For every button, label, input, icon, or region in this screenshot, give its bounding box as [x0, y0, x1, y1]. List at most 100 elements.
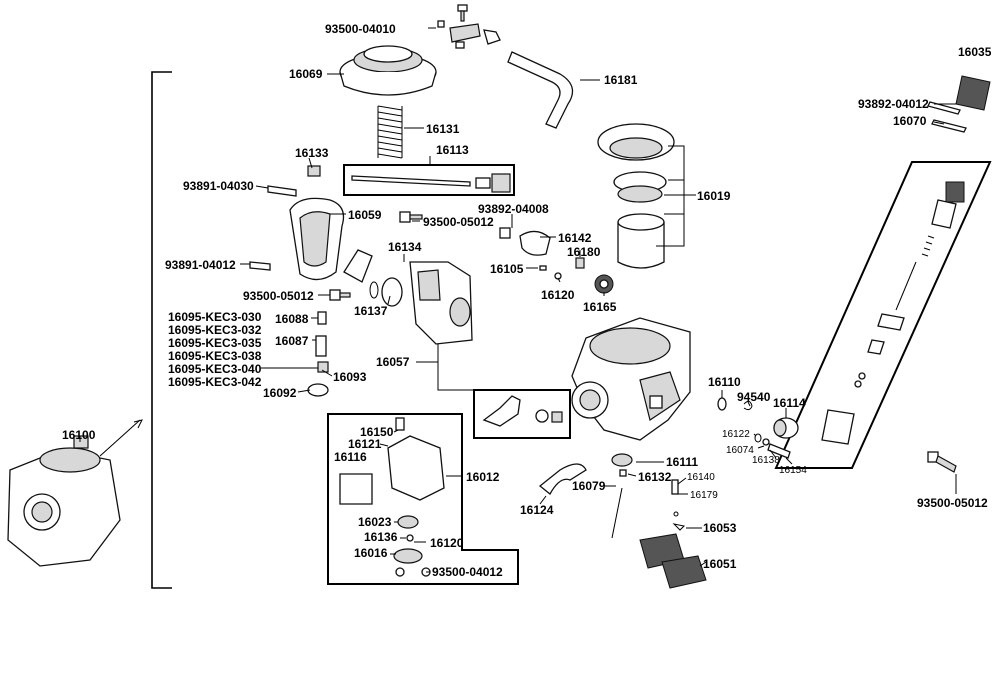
label-93891-04030: 93891-04030 [183, 179, 254, 193]
label-16120-b: 16120 [430, 536, 464, 550]
label-16132: 16132 [638, 470, 672, 484]
label-16023: 16023 [358, 515, 392, 529]
label-93500-05012-c: 93500-05012 [917, 496, 988, 510]
part-16165-gear [594, 274, 614, 294]
label-16121: 16121 [348, 437, 382, 451]
label-16057: 16057 [376, 355, 410, 369]
label-93892-04012: 93892-04012 [858, 97, 929, 111]
label-16012: 16012 [466, 470, 500, 484]
part-16137-spring [369, 277, 403, 307]
part-16181-hose [507, 51, 574, 129]
label-16110: 16110 [708, 375, 741, 389]
part-16111-float-valve [611, 453, 633, 539]
label-16179: 16179 [690, 490, 718, 501]
part-94540-clip [743, 400, 753, 411]
top-screw-group [437, 4, 501, 49]
label-16079: 16079 [572, 479, 606, 493]
part-16051-float [639, 533, 707, 589]
label-16142: 16142 [558, 231, 592, 245]
label-16111: 16111 [666, 455, 699, 469]
leader-lines [79, 27, 957, 573]
box-16057 [473, 389, 571, 439]
label-16120-a: 16120 [541, 288, 575, 302]
part-16057-lever [482, 395, 563, 427]
label-16133: 16133 [295, 146, 329, 160]
label-16095-kec3-040: 16095-KEC3-040 [168, 362, 262, 376]
label-16124: 16124 [520, 503, 554, 517]
part-lever-plate [343, 249, 373, 283]
label-16113: 16113 [436, 143, 469, 157]
label-94540: 94540 [737, 390, 771, 404]
part-16113-needle [351, 173, 511, 193]
part-16114-cap [773, 417, 799, 439]
label-16116: 16116 [334, 450, 367, 464]
label-16140: 16140 [687, 472, 715, 483]
label-16114: 16114 [773, 396, 806, 410]
label-16016: 16016 [354, 546, 388, 560]
box-16113 [343, 164, 515, 196]
label-16105: 16105 [490, 262, 524, 276]
label-93500-04010: 93500-04010 [325, 22, 396, 36]
label-16154: 16154 [779, 465, 807, 476]
label-93500-04012: 93500-04012 [432, 565, 503, 579]
label-16035: 16035 [958, 45, 992, 59]
label-16180: 16180 [567, 245, 601, 259]
part-16019-diaphragm [597, 123, 675, 269]
part-16110-oring [717, 397, 727, 411]
part-16133-spring [307, 165, 321, 177]
part-16142-bracket [499, 227, 551, 256]
part-93500-05012-screw-c [927, 451, 957, 473]
label-16093: 16093 [333, 370, 367, 384]
part-93500-05012-screw-a [399, 211, 423, 223]
part-needle-kit-contents [821, 181, 965, 445]
part-16069-cap [339, 45, 437, 96]
label-16074: 16074 [726, 445, 754, 456]
label-16087: 16087 [275, 334, 309, 348]
part-16179-jet [671, 479, 679, 517]
part-jets [307, 311, 329, 397]
label-93891-04012: 93891-04012 [165, 258, 236, 272]
label-16181: 16181 [604, 73, 638, 87]
label-16134: 16134 [388, 240, 422, 254]
label-16131: 16131 [426, 122, 460, 136]
part-mixture-screw [754, 433, 791, 459]
label-93500-05012-a: 93500-05012 [423, 215, 494, 229]
label-16095-kec3-030: 16095-KEC3-030 [168, 310, 262, 324]
part-16100-carb-assembly [7, 435, 121, 567]
part-93500-05012-screw-b [329, 289, 351, 301]
label-16092: 16092 [263, 386, 297, 400]
box-16012 [327, 413, 519, 585]
label-16100: 16100 [62, 428, 96, 442]
part-16124-hose [538, 463, 587, 495]
part-16012-contents [339, 417, 445, 577]
label-16165: 16165 [583, 300, 617, 314]
label-93892-04008: 93892-04008 [478, 202, 549, 216]
part-carb-body [571, 317, 691, 441]
label-16059: 16059 [348, 208, 382, 222]
label-16051: 16051 [703, 557, 737, 571]
part-16105-pin [539, 265, 547, 271]
label-16136: 16136 [364, 530, 398, 544]
label-16088: 16088 [275, 312, 309, 326]
part-93891-04030-screw [267, 185, 297, 197]
label-16053: 16053 [703, 521, 737, 535]
part-16180-spring [575, 257, 585, 269]
label-16095-kec3-032: 16095-KEC3-032 [168, 323, 262, 337]
label-16069: 16069 [289, 67, 323, 81]
box-needle-kit [774, 161, 992, 469]
label-16095-kec3-038: 16095-KEC3-038 [168, 349, 262, 363]
assembly-bracket [151, 71, 172, 589]
label-16122: 16122 [722, 429, 750, 440]
part-16131-spring [377, 105, 403, 159]
label-93500-05012-b: 93500-05012 [243, 289, 314, 303]
part-93891-04012-screw [249, 261, 271, 271]
part-16053-clip [672, 523, 686, 531]
label-16137: 16137 [354, 304, 388, 318]
label-16095-kec3-042: 16095-KEC3-042 [168, 375, 262, 389]
label-16150: 16150 [360, 425, 394, 439]
label-16019: 16019 [697, 189, 731, 203]
label-16138: 16138 [752, 455, 780, 466]
part-16057-housing [409, 261, 473, 345]
label-16095-kec3-035: 16095-KEC3-035 [168, 336, 262, 350]
